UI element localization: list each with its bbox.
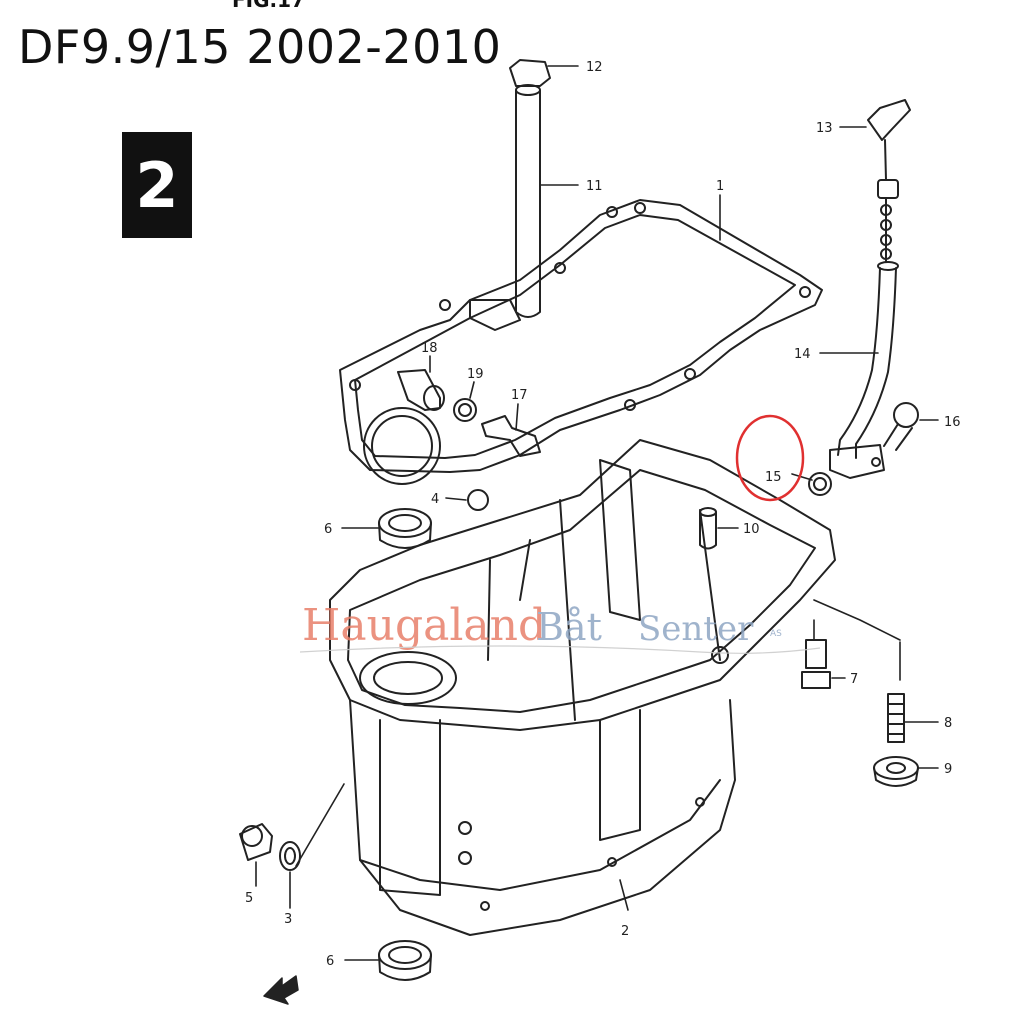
callout-15: 15 [765, 470, 782, 485]
front-arrow [263, 975, 299, 1005]
callout-18: 18 [421, 341, 438, 356]
leader-lines [255, 65, 939, 961]
plug-4 [467, 489, 489, 511]
callout-16: 16 [944, 415, 961, 430]
callout-4: 4 [431, 492, 439, 507]
oring-19 [453, 398, 477, 422]
callout-6b: 6 [326, 954, 334, 969]
gasket-outline [339, 199, 823, 485]
callout-1: 1 [716, 179, 724, 194]
nut-9 [873, 756, 919, 787]
pipe-11 [509, 59, 551, 318]
sleeve-18 [397, 369, 445, 411]
watermark-suffix: AS [770, 629, 782, 639]
callout-3: 3 [284, 912, 292, 927]
watermark: Haugaland Båt Senter AS [299, 600, 821, 654]
plug-17 [481, 415, 541, 457]
stud-8 [887, 693, 905, 743]
dipstick-assembly [829, 99, 911, 479]
bolt-16 [883, 402, 919, 451]
callout-12: 12 [586, 60, 603, 75]
model-title: DF9.9/15 2002-2010 [18, 20, 502, 74]
callout-labels: 12 11 1 13 14 16 15 18 19 17 4 6 10 7 8 … [245, 60, 961, 969]
callout-5: 5 [245, 891, 253, 906]
callout-19: 19 [467, 367, 484, 382]
bolt-7 [801, 639, 831, 689]
page-badge: 2 [122, 132, 192, 238]
watermark-text-1: Haugaland [302, 600, 546, 651]
callout-6a: 6 [324, 522, 332, 537]
callout-10: 10 [743, 522, 760, 537]
plug-5 [239, 823, 273, 861]
watermark-text-3: Senter [638, 609, 754, 649]
oil-pan [329, 439, 836, 936]
figure-label: FIG.17 [232, 0, 305, 12]
callout-9: 9 [944, 762, 952, 777]
callout-13: 13 [816, 121, 833, 136]
seal-6-bottom [378, 940, 432, 981]
washer-3 [279, 841, 301, 871]
watermark-text-2: Båt [536, 605, 602, 649]
callout-2: 2 [621, 924, 629, 939]
callout-8: 8 [944, 716, 952, 731]
callout-11: 11 [586, 179, 603, 194]
seal-6-top [378, 508, 432, 549]
callout-17: 17 [511, 388, 528, 403]
washer-15 [808, 472, 832, 496]
highlight-circle [735, 414, 805, 502]
pin-10 [699, 507, 717, 550]
callout-7: 7 [850, 672, 858, 687]
callout-14: 14 [794, 347, 811, 362]
